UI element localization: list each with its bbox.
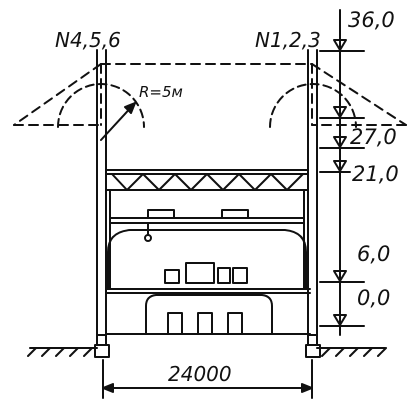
level-6-label: 6,0 <box>357 242 390 266</box>
building-section <box>105 169 311 335</box>
level-markers <box>319 9 365 336</box>
crane-jib-envelope <box>13 63 407 126</box>
equipment-blocks <box>164 262 248 335</box>
level-0-label: 0,0 <box>357 286 390 310</box>
left-crane-mast <box>96 49 107 346</box>
left-crane-label: N4,5,6 <box>55 28 121 52</box>
crane-radius-arcs <box>57 83 357 128</box>
radius-label: R=5м <box>139 83 183 101</box>
overhead-crane <box>144 209 249 242</box>
crane-bases <box>94 344 321 358</box>
span-dimension-label: 24000 <box>168 362 232 386</box>
level-27-label: 27,0 <box>350 125 397 149</box>
span-dimension-line <box>102 359 313 399</box>
level-36-label: 36,0 <box>348 8 395 32</box>
radius-arrow <box>100 102 136 141</box>
right-crane-label: N1,2,3 <box>255 28 321 52</box>
ground-hatching <box>27 347 387 357</box>
level-21-label: 21,0 <box>352 162 399 186</box>
